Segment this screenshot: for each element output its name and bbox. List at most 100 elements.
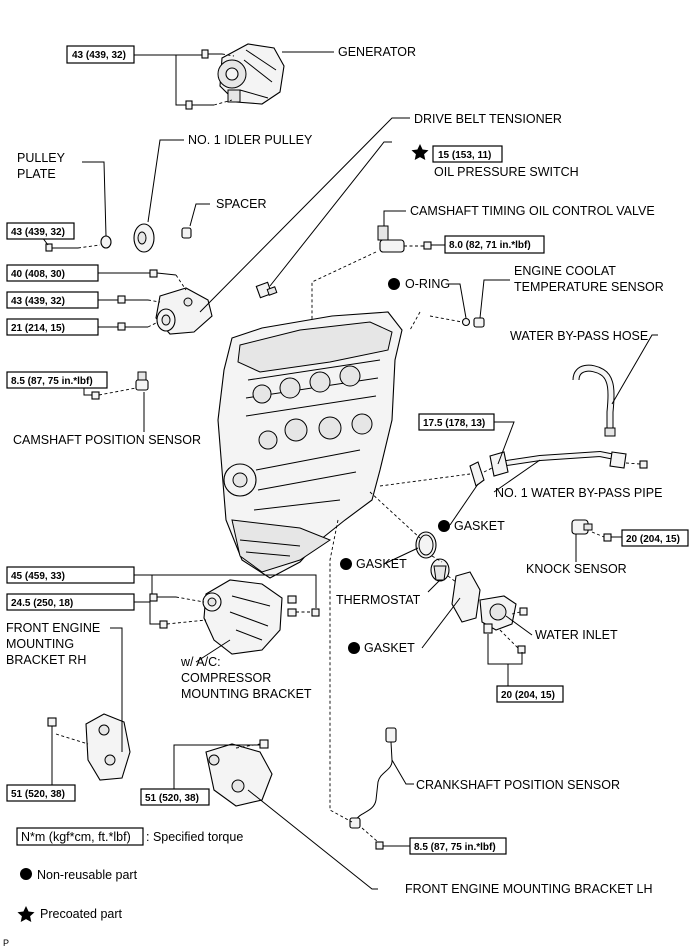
drive-belt-tensioner-part	[155, 287, 213, 335]
svg-text:43 (439, 32): 43 (439, 32)	[11, 227, 65, 238]
svg-text:17.5 (178, 13): 17.5 (178, 13)	[423, 418, 485, 429]
oil-pressure-switch-label: OIL PRESSURE SWITCH	[434, 165, 579, 179]
generator-part	[217, 43, 285, 105]
precoated-star-icon	[411, 144, 429, 160]
svg-text:51 (520, 38): 51 (520, 38)	[11, 789, 65, 800]
generator-label: GENERATOR	[338, 45, 416, 59]
front-bracket-rh-label-1: FRONT ENGINE	[6, 621, 100, 635]
water-bypass-pipe-label: NO. 1 WATER BY-PASS PIPE	[495, 486, 662, 500]
leader-lines	[41, 51, 658, 890]
gasket-left-label: GASKET	[356, 557, 407, 571]
compressor-bracket-label-2: COMPRESSOR	[181, 671, 271, 685]
idler-pulley-label: NO. 1 IDLER PULLEY	[188, 133, 313, 147]
torque-knock-sensor: 20 (204, 15)	[621, 529, 689, 547]
torque-oil-pressure-switch: 15 (153, 11)	[432, 145, 503, 163]
svg-text:40 (408, 30): 40 (408, 30)	[11, 269, 65, 280]
thermostat-label: THERMOSTAT	[336, 593, 421, 607]
svg-text:20 (204, 15): 20 (204, 15)	[501, 690, 555, 701]
plate-label: PLATE	[17, 167, 56, 181]
legend-star-icon	[17, 906, 35, 922]
compressor-bracket-label-1: w/ A/C:	[180, 655, 221, 669]
crankshaft-position-sensor-part	[349, 727, 397, 850]
legend-torque-text: : Specified torque	[146, 830, 243, 844]
knock-sensor-label: KNOCK SENSOR	[526, 562, 627, 576]
torque-compressor-45: 45 (459, 33)	[6, 566, 135, 584]
thermostat-dash-lines	[369, 491, 457, 583]
torque-compressor-24: 24.5 (250, 18)	[6, 593, 135, 611]
front-bracket-lh-label: FRONT ENGINE MOUNTING BRACKET LH	[405, 882, 652, 896]
torque-pulley-plate: 43 (439, 32)	[6, 222, 75, 240]
water-inlet-part	[451, 571, 528, 654]
torque-water-inlet: 20 (204, 15)	[496, 685, 564, 703]
legend-torque-box-text: N*m (kgf*cm, ft.*lbf)	[21, 830, 131, 844]
svg-text:45 (459, 33): 45 (459, 33)	[11, 571, 65, 582]
idler-pulley-part	[133, 223, 155, 253]
torque-bracket-lh: 51 (520, 38)	[140, 788, 210, 806]
pulley-plate-part	[100, 235, 112, 249]
thermostat-part	[430, 558, 450, 582]
engine-guide-lines	[311, 251, 421, 823]
camshaft-timing-ocv-part	[377, 225, 443, 253]
bypass-pipe-gasket-part	[379, 461, 493, 487]
ect-sensor-label-1: ENGINE COOLAT	[514, 264, 616, 278]
camshaft-position-sensor-part	[91, 371, 149, 400]
torque-cam-sensor: 8.5 (87, 75 in.*lbf)	[6, 371, 108, 389]
page-marker: P	[3, 938, 9, 948]
spacer-label: SPACER	[216, 197, 266, 211]
knock-sensor-part	[571, 519, 622, 542]
svg-text:8.0 (82, 71 in.*lbf): 8.0 (82, 71 in.*lbf)	[449, 240, 531, 251]
water-bypass-hose-part	[572, 364, 616, 437]
o-ring-label: O-RING	[405, 277, 450, 291]
svg-text:21 (214, 15): 21 (214, 15)	[11, 323, 65, 334]
crankshaft-position-sensor-label: CRANKSHAFT POSITION SENSOR	[416, 778, 620, 792]
legend-non-reusable: Non-reusable part	[37, 868, 138, 882]
generator-bolts	[185, 49, 235, 110]
gasket-right-label: GASKET	[454, 519, 505, 533]
front-bracket-rh-label-3: BRACKET RH	[6, 653, 86, 667]
svg-text:8.5 (87, 75 in.*lbf): 8.5 (87, 75 in.*lbf)	[414, 842, 496, 853]
svg-text:15 (153, 11): 15 (153, 11)	[438, 150, 491, 161]
ect-sensor-label-2: TEMPERATURE SENSOR	[514, 280, 664, 294]
front-bracket-rh-part	[47, 713, 131, 781]
front-bracket-lh-part	[205, 739, 273, 807]
oil-pressure-switch-part	[255, 281, 278, 299]
torque-generator: 43 (439, 32)	[66, 45, 135, 64]
camshaft-timing-valve-label: CAMSHAFT TIMING OIL CONTROL VALVE	[410, 204, 655, 218]
svg-text:24.5 (250, 18): 24.5 (250, 18)	[11, 598, 73, 609]
torque-bypass-pipe: 17.5 (178, 13)	[418, 413, 495, 431]
pulley-plate-bolt	[45, 243, 101, 252]
torque-crank-sensor: 8.5 (87, 75 in.*lbf)	[409, 837, 507, 855]
non-reusable-dot-icon	[388, 278, 400, 290]
drive-belt-tensioner-label: DRIVE BELT TENSIONER	[414, 112, 562, 126]
thermostat-gasket-part	[415, 531, 437, 559]
svg-text:43 (439, 32): 43 (439, 32)	[72, 50, 126, 61]
svg-text:8.5 (87, 75 in.*lbf): 8.5 (87, 75 in.*lbf)	[11, 376, 93, 387]
spacer-part	[181, 227, 192, 239]
torque-ocv: 8.0 (82, 71 in.*lbf)	[444, 235, 545, 254]
non-reusable-dot-icon	[340, 558, 352, 570]
pulley-label: PULLEY	[17, 151, 66, 165]
compressor-bracket-part	[149, 579, 320, 655]
camshaft-position-sensor-label: CAMSHAFT POSITION SENSOR	[13, 433, 201, 447]
torque-tensioner-43: 43 (439, 32)	[6, 291, 99, 309]
legend: N*m (kgf*cm, ft.*lbf) : Specified torque…	[16, 827, 243, 922]
svg-text:43 (439, 32): 43 (439, 32)	[11, 296, 65, 307]
water-inlet-label: WATER INLET	[535, 628, 618, 642]
torque-tensioner-21: 21 (214, 15)	[6, 318, 99, 336]
tensioner-bolts	[117, 269, 187, 331]
gasket-lower-label: GASKET	[364, 641, 415, 655]
water-bypass-pipe-part	[489, 450, 648, 477]
torque-tensioner-40: 40 (408, 30)	[6, 264, 99, 282]
ect-sensor-part	[429, 315, 485, 328]
non-reusable-dot-icon	[438, 520, 450, 532]
legend-torque-box	[16, 827, 144, 846]
engine-block	[217, 311, 403, 579]
non-reusable-dot-icon	[348, 642, 360, 654]
water-bypass-hose-label: WATER BY-PASS HOSE	[510, 329, 648, 343]
torque-bracket-rh: 51 (520, 38)	[6, 784, 76, 802]
compressor-bracket-label-3: MOUNTING BRACKET	[181, 687, 312, 701]
svg-text:20 (204, 15): 20 (204, 15)	[626, 534, 680, 545]
front-bracket-rh-label-2: MOUNTING	[6, 637, 74, 651]
legend-precoated: Precoated part	[40, 907, 123, 921]
